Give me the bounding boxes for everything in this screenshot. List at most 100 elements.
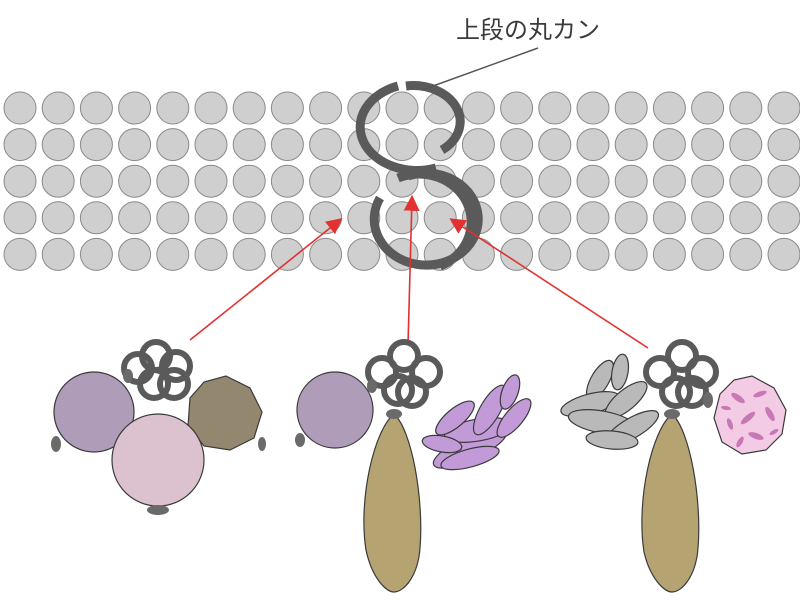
callout-label: 上段の丸カン — [456, 16, 600, 44]
grid-bead — [500, 237, 534, 271]
grid-bead — [194, 128, 228, 162]
grid-bead — [309, 237, 343, 271]
grid-bead — [232, 164, 266, 198]
grid-bead — [41, 128, 75, 162]
taupe-faceted-bead — [187, 375, 263, 451]
grid-bead — [79, 91, 113, 125]
grid-bead — [538, 164, 572, 198]
grid-bead — [270, 91, 304, 125]
grid-bead — [691, 237, 725, 271]
grid-bead — [3, 201, 37, 235]
teardrop-dagger-bead — [641, 413, 700, 593]
grid-bead — [309, 164, 343, 198]
gray-flower-bead — [560, 353, 660, 450]
small-jump-rings-left — [121, 339, 193, 401]
grid-bead — [767, 91, 800, 125]
small-jump-rings-right — [643, 339, 719, 409]
grid-bead — [614, 237, 648, 271]
callout-leader-line — [421, 47, 539, 91]
grid-bead — [194, 237, 228, 271]
grid-bead — [729, 237, 763, 271]
grid-bead — [614, 91, 648, 125]
purple-round-bead — [53, 371, 135, 453]
grid-bead — [232, 91, 266, 125]
arrow-left — [189, 218, 343, 341]
grid-bead — [347, 164, 381, 198]
arrow-right — [449, 218, 649, 349]
grid-bead — [423, 201, 457, 235]
grid-bead — [194, 164, 228, 198]
grid-bead — [614, 201, 648, 235]
grid-bead — [79, 128, 113, 162]
grid-bead — [652, 128, 686, 162]
grid-bead — [538, 128, 572, 162]
grid-bead — [270, 237, 304, 271]
grid-bead — [347, 237, 381, 271]
grid-bead — [729, 164, 763, 198]
grid-bead — [652, 164, 686, 198]
grid-bead — [3, 91, 37, 125]
grid-bead — [118, 164, 152, 198]
grid-bead — [156, 164, 190, 198]
grid-bead — [194, 201, 228, 235]
grid-bead — [309, 128, 343, 162]
arrow-center — [403, 194, 420, 346]
grid-bead — [461, 91, 495, 125]
grid-bead — [538, 91, 572, 125]
grid-bead — [156, 237, 190, 271]
grid-bead — [576, 128, 610, 162]
grid-bead — [500, 91, 534, 125]
grid-bead — [500, 201, 534, 235]
grid-bead — [691, 201, 725, 235]
pink-faceted-bead-pattern — [721, 390, 779, 448]
grid-bead — [232, 201, 266, 235]
charm-cluster-left — [51, 339, 266, 515]
grid-bead — [385, 201, 419, 235]
grid-bead — [500, 128, 534, 162]
grid-bead — [614, 128, 648, 162]
small-jump-rings-center — [365, 339, 443, 409]
grid-bead — [538, 201, 572, 235]
grid-bead — [576, 237, 610, 271]
grid-bead — [41, 164, 75, 198]
grid-bead — [767, 237, 800, 271]
grid-bead — [232, 128, 266, 162]
grid-bead — [156, 201, 190, 235]
grid-bead — [576, 164, 610, 198]
grid-bead — [691, 164, 725, 198]
grid-bead — [79, 237, 113, 271]
grid-bead — [652, 91, 686, 125]
lower-jump-ring — [369, 168, 483, 271]
grid-bead — [576, 91, 610, 125]
grid-bead — [118, 237, 152, 271]
grid-bead — [461, 128, 495, 162]
grid-bead — [385, 91, 419, 125]
grid-bead — [652, 201, 686, 235]
charm-cluster-right — [560, 339, 787, 593]
grid-bead — [652, 237, 686, 271]
lavender-flower-bead — [421, 374, 532, 471]
grid-bead — [156, 128, 190, 162]
grid-bead — [538, 237, 572, 271]
grid-bead — [729, 128, 763, 162]
grid-bead — [41, 91, 75, 125]
grid-bead — [691, 91, 725, 125]
purple-round-bead — [296, 371, 374, 449]
grid-bead — [309, 91, 343, 125]
grid-bead — [767, 128, 800, 162]
grid-bead — [691, 128, 725, 162]
grid-bead — [767, 164, 800, 198]
grid-bead — [41, 201, 75, 235]
grid-bead — [41, 237, 75, 271]
grid-bead — [270, 201, 304, 235]
charm-cluster-center — [295, 339, 532, 593]
grid-bead — [500, 164, 534, 198]
grid-bead — [156, 91, 190, 125]
grid-bead — [309, 201, 343, 235]
grid-bead — [270, 164, 304, 198]
grid-bead — [3, 164, 37, 198]
grid-bead — [118, 128, 152, 162]
grid-bead — [118, 201, 152, 235]
teardrop-dagger-bead — [363, 413, 422, 593]
